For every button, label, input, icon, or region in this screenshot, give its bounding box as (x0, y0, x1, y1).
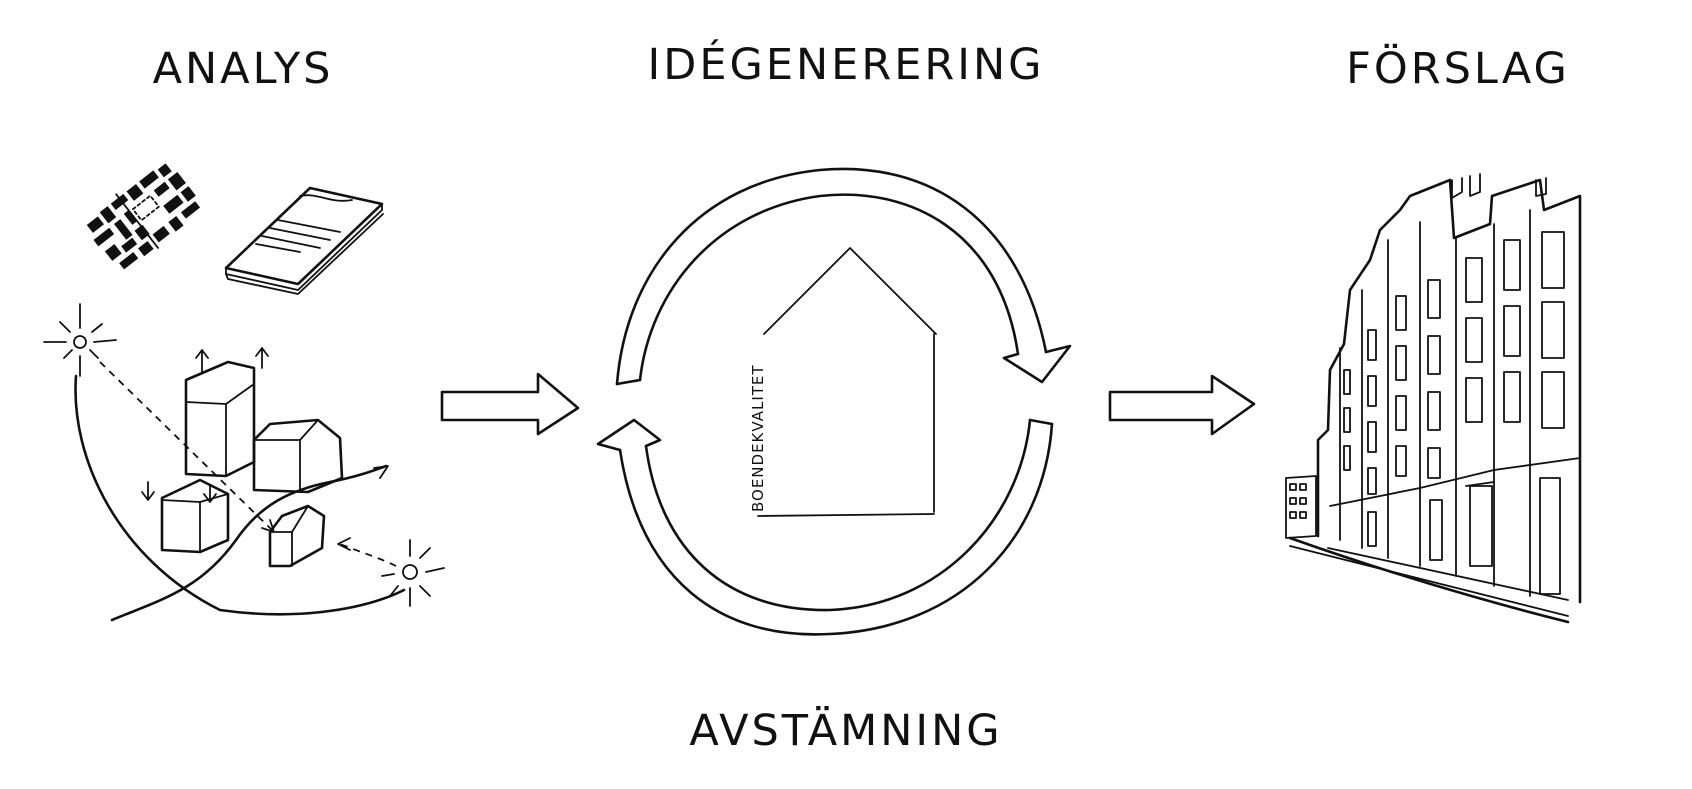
step-label-analys: ANALYS (152, 44, 334, 94)
step-label-avstamning: AVSTÄMNING (689, 706, 1003, 756)
cycle-arrow-bottom (596, 418, 1054, 636)
city-map-icon (86, 163, 201, 270)
sun-study-sketch (43, 303, 445, 622)
step-label-idegenerering: IDÉGENERERING (647, 40, 1045, 90)
flow-arrow-2 (1108, 374, 1256, 436)
cycle-arrow-top (615, 167, 1072, 386)
step-label-forslag: FÖRSLAG (1346, 44, 1570, 94)
house-outline: BOENDEKVALITET (749, 247, 937, 517)
flow-arrow-1 (440, 372, 580, 436)
house-axis-label: BOENDEKVALITET (749, 364, 767, 512)
documents-icon (224, 186, 384, 295)
street-perspective-sketch (1285, 173, 1582, 624)
